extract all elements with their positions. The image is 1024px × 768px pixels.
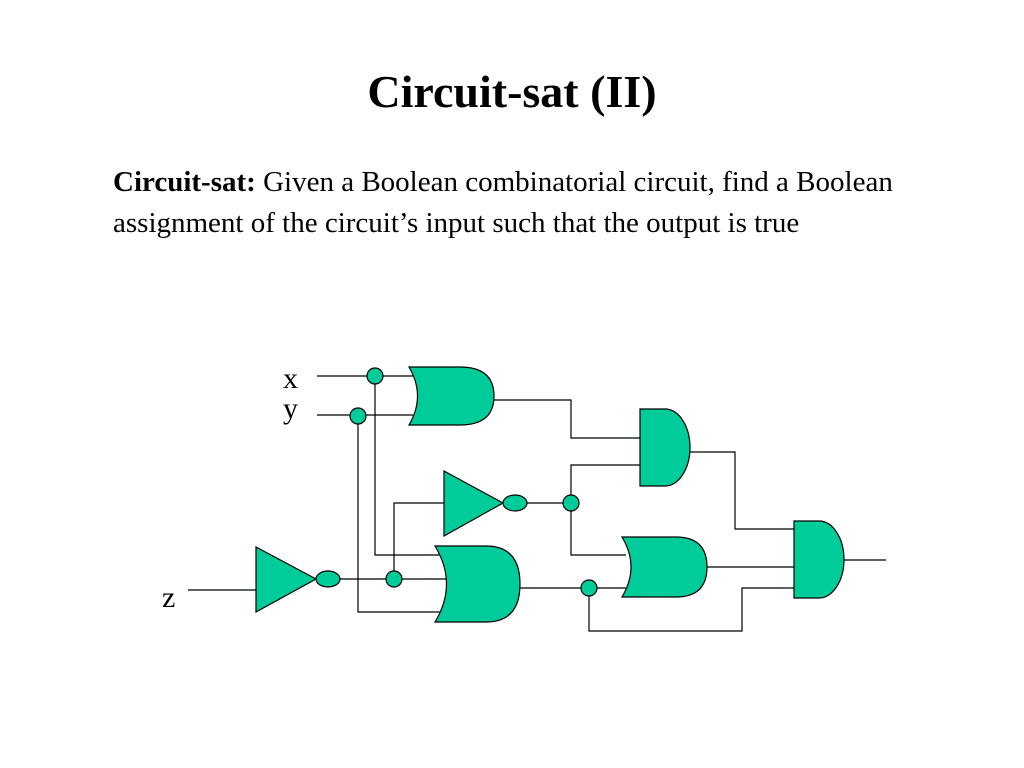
and-gate-1 [639, 408, 691, 487]
and-gate-2 [620, 536, 708, 598]
junction-or2-out [580, 579, 598, 597]
not-gate-z [255, 546, 318, 614]
or-gate-2 [433, 545, 521, 623]
junction-nodes [349, 367, 598, 597]
definition-paragraph: Circuit-sat: Given a Boolean combinatori… [113, 162, 933, 244]
slide-title: Circuit-sat (II) [367, 66, 657, 117]
junction-notz [385, 570, 403, 588]
definition-term: Circuit-sat: [113, 166, 256, 198]
definition-text: Given a Boolean combinatorial circuit, f… [113, 166, 893, 239]
input-label-y: y [283, 392, 298, 425]
wire-or2-branch [588, 587, 794, 632]
junction-y [349, 407, 367, 425]
input-label-x: x [283, 362, 298, 395]
wire-noty-out [527, 464, 640, 556]
gates [255, 366, 845, 623]
or-gate-1 [407, 366, 495, 426]
and-gate-3 [793, 520, 845, 599]
not-gate-y [443, 469, 505, 538]
wire-noty-in [393, 502, 444, 579]
wire-x-branch [374, 376, 443, 556]
junction-noty [562, 494, 580, 512]
input-label-z: z [162, 581, 175, 614]
junction-x [366, 367, 384, 385]
wire-y-branch [357, 415, 443, 613]
not-gate-y-bubble [502, 494, 528, 512]
wire-or1-out [494, 399, 640, 439]
not-gate-z-bubble [315, 570, 341, 588]
wire-and1-out [690, 451, 794, 530]
